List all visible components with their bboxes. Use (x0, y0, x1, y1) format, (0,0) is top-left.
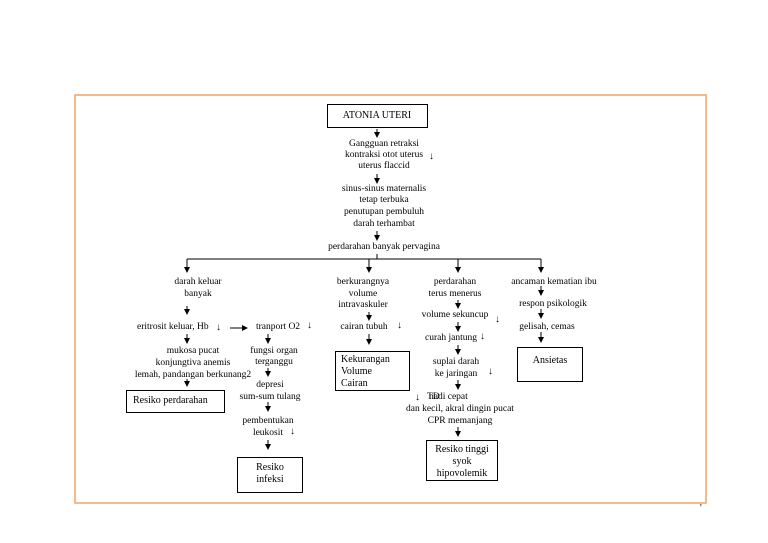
col3-box-line-3: Cairan (341, 378, 368, 389)
col4-e-line-3: dan kecil, akral dingin pucat (406, 404, 514, 414)
col1-c-line-1: mukosa pucat (166, 346, 220, 356)
col4-e-nadi-final: nadi cepat (429, 392, 468, 402)
col4-box-line-3: hipovolemik (436, 468, 488, 479)
col4-a-line-2: terus menerus (428, 289, 482, 299)
outer-frame (74, 94, 707, 504)
col4-e-line-4: CPR memanjang (427, 416, 493, 426)
col3-box-line-1: Kekurangan (341, 354, 390, 365)
col2-d-line-1: pembentukan (242, 416, 294, 426)
col5-a: ancaman kematian ibu (511, 277, 597, 287)
col1-a-line-1: darah keluar (174, 277, 222, 287)
chain-1-line-3: uterus flaccid (358, 161, 410, 171)
col4-b: volume sekuncup (421, 310, 489, 320)
root-node (327, 104, 428, 128)
down-arrow-icon: ↓ (290, 426, 295, 437)
col2-box-line-1: Resiko (256, 462, 284, 473)
chain-3-line-1: perdarahan banyak pervagina (328, 242, 440, 252)
col3-a-line-1: berkurangnya (336, 277, 390, 287)
down-arrow-icon: ↓ (495, 314, 500, 325)
col2-a: tranport O2 (256, 322, 301, 332)
chain-2-line-2: tetap terbuka (359, 195, 409, 205)
col3-b: cairan tubuh (340, 322, 388, 332)
col1-b: eritrosit keluar, Hb (137, 322, 209, 332)
col3-box-line-2: Volume (341, 366, 372, 377)
col4-d-line-1: suplai darah (432, 357, 480, 367)
col3-a-line-3: intravaskuler (338, 300, 388, 310)
col5-box (517, 347, 583, 382)
col3-a-line-2: volume (348, 289, 378, 299)
chain-1-line-2: kontraksi otot uterus (344, 150, 424, 160)
col5-c: gelisah, cemas (519, 322, 575, 332)
chain-1-line-1: Gangguan retraksi (349, 139, 419, 149)
down-arrow-icon: ↓ (216, 322, 221, 333)
col2-box-line-2: infeksi (256, 474, 284, 485)
chain-2-line-3: penutupan pembuluh (344, 207, 424, 217)
col2-b-line-1: fungsi organ (250, 346, 298, 356)
col4-e-td: TD (427, 392, 440, 402)
col3-box (335, 351, 410, 391)
col1-box (126, 390, 225, 413)
col1-c-line-2: konjungtiva anemis (155, 358, 231, 368)
down-arrow-icon: ↓ (397, 320, 402, 331)
col4-box (426, 440, 498, 481)
down-arrow-icon: ↓ (480, 331, 485, 342)
chain-2-line-1: sinus-sinus maternalis (341, 184, 427, 194)
col1-box-label: Resiko perdarahan (133, 395, 208, 406)
col2-b-line-2: terganggu (255, 357, 293, 367)
col4-box-line-1: Resiko tinggi (435, 444, 489, 455)
down-arrow-icon: ↓ (429, 151, 434, 162)
col4-c: curah jantung (425, 333, 477, 343)
root-label: ATONIA UTERI (342, 110, 412, 121)
col2-box (237, 457, 303, 493)
col1-c-line-3: lemah, pandangan berkunang2 (134, 370, 252, 380)
col4-a-line-1: perdarahan (433, 277, 477, 287)
col5-b: respon psikologik (519, 299, 587, 309)
col2-c-line-1: depresi (256, 380, 284, 390)
down-arrow-icon: ↓ (307, 320, 312, 331)
page-mark: ' (700, 503, 702, 514)
col4-d-line-2: ke jaringan (434, 369, 478, 379)
col2-d-line-2: leukosit (252, 428, 284, 438)
down-arrow-icon: ↓ (415, 392, 420, 403)
col2-c-line-2: sum-sum tulang (239, 392, 301, 402)
col1-a-line-2: banyak (184, 289, 212, 299)
col5-box-label: Ansietas (532, 355, 568, 366)
col4-box-line-2: syok (452, 456, 472, 467)
down-arrow-icon: ↓ (488, 366, 493, 377)
chain-2-line-4: darah terhambat (353, 219, 415, 229)
